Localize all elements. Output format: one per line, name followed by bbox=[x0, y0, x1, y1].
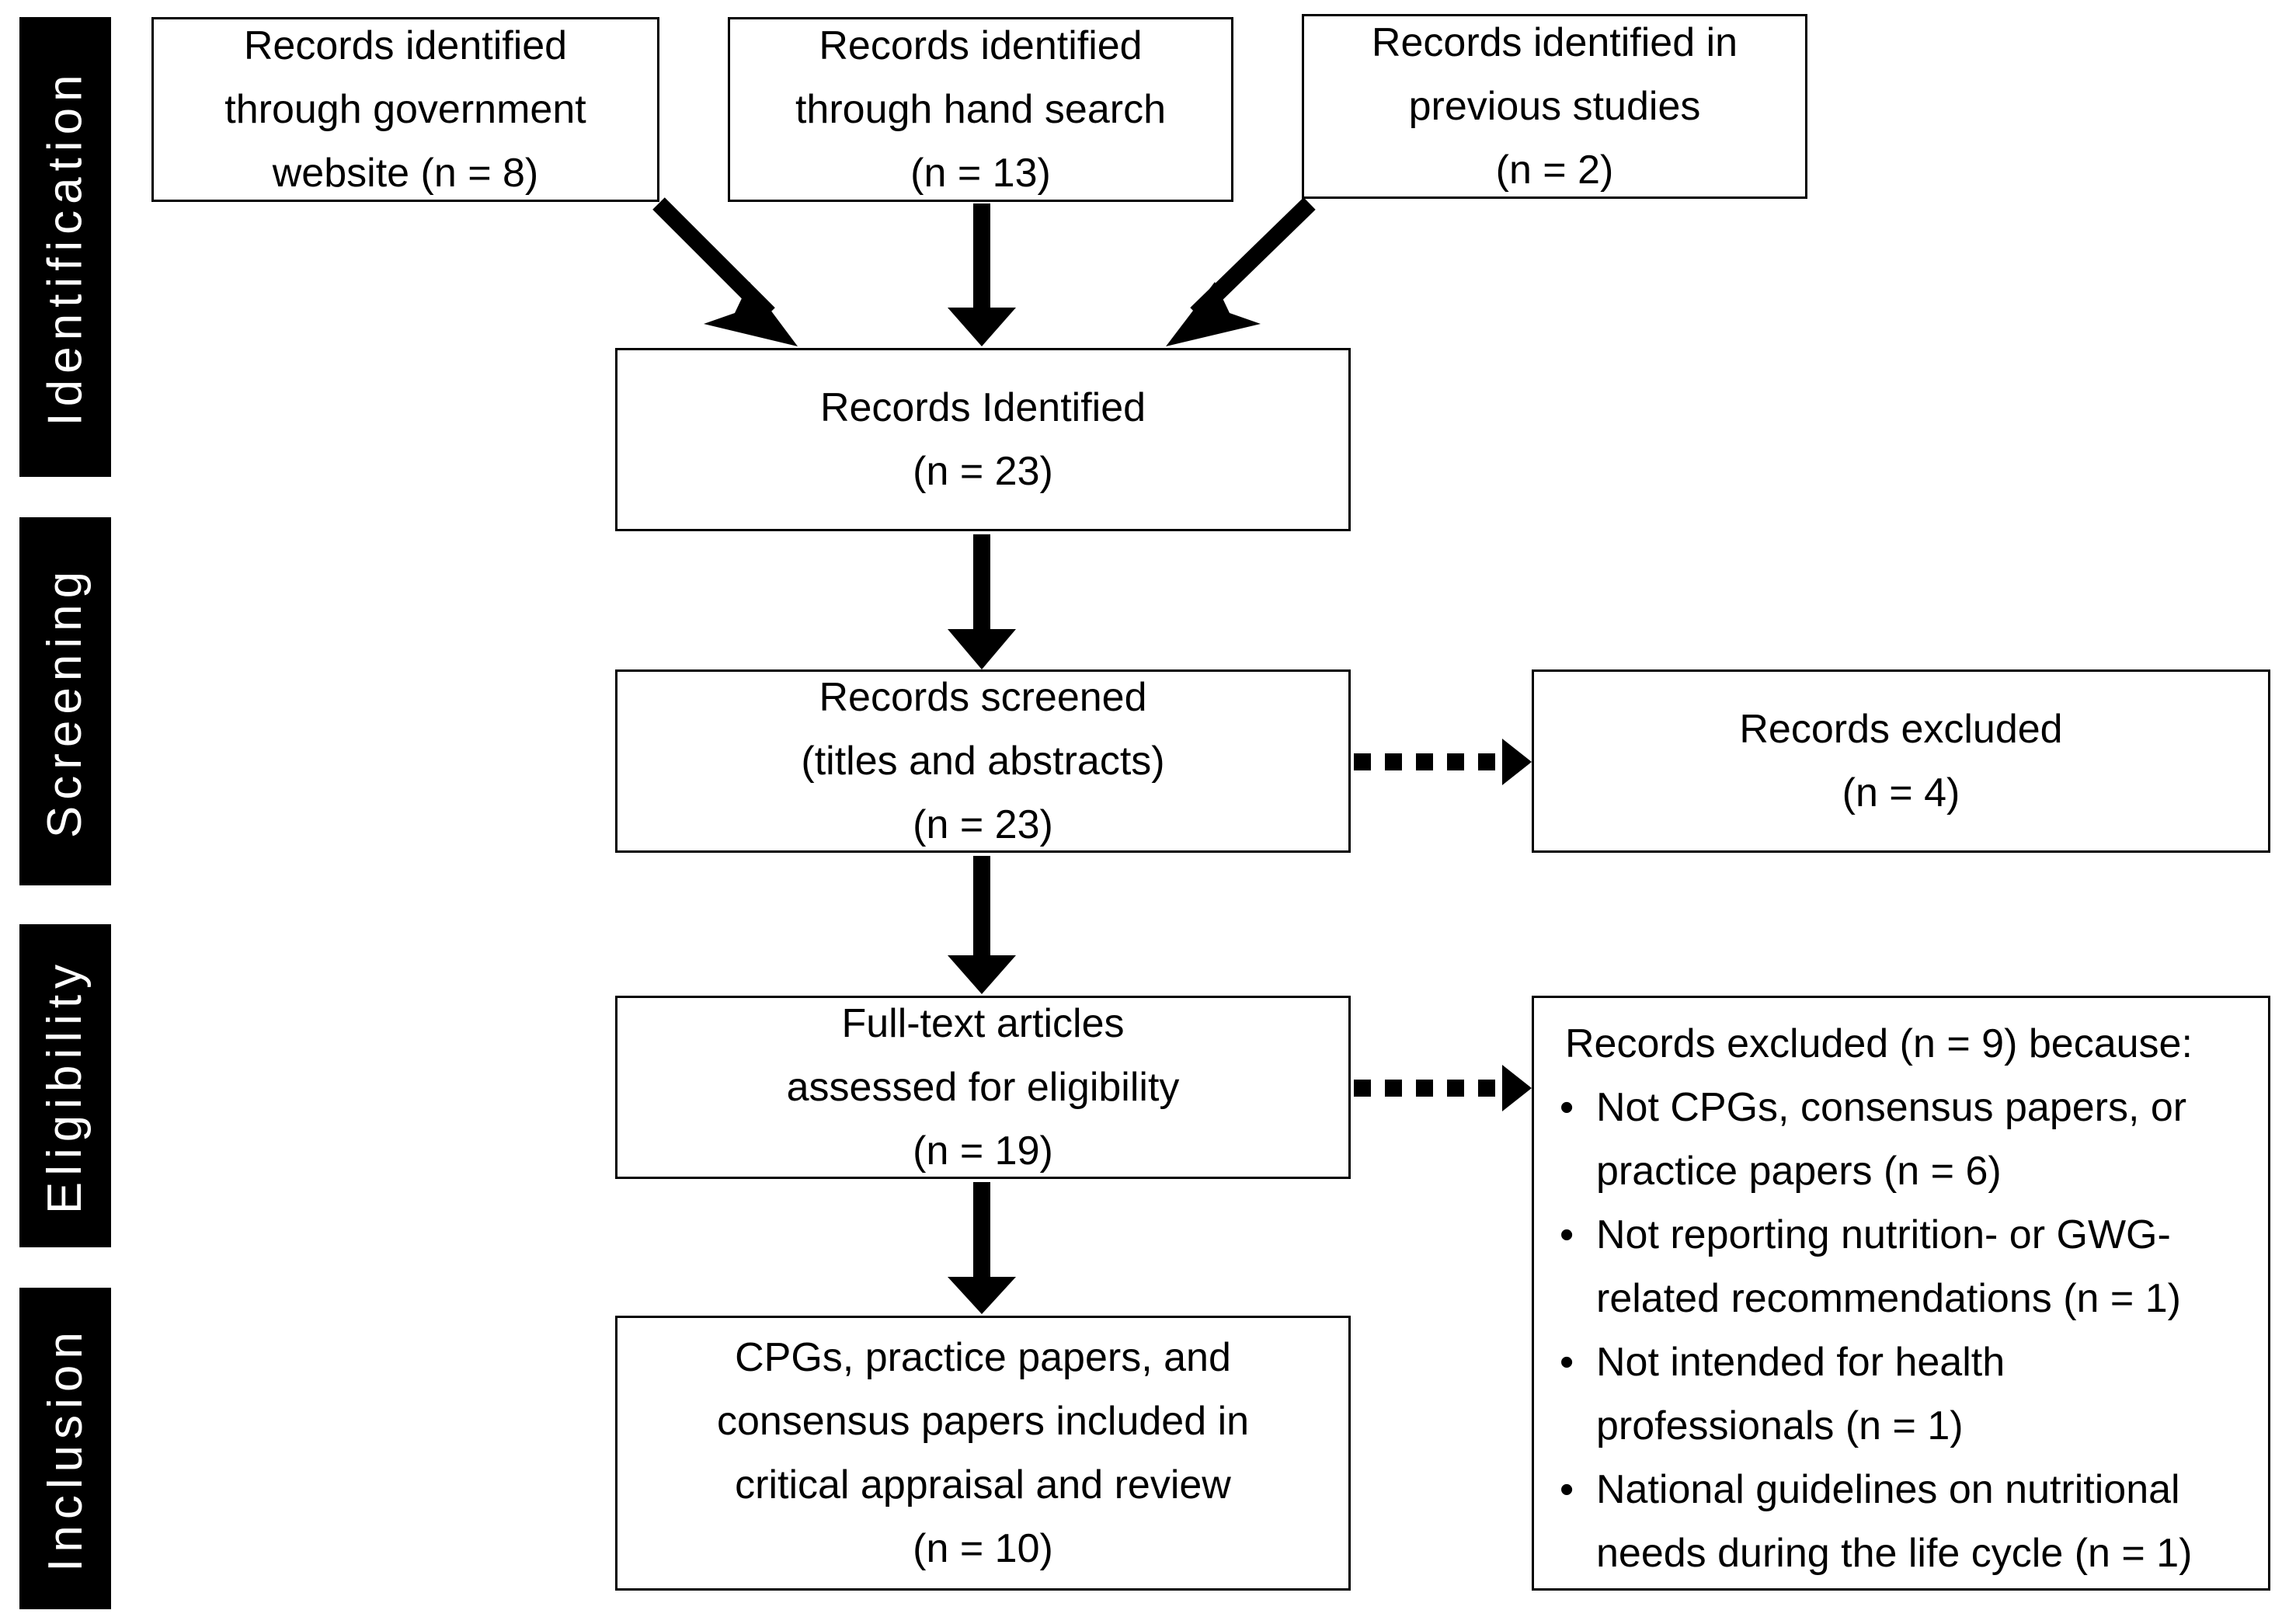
box-text-line: previous studies bbox=[1408, 84, 1701, 129]
source-box-government-website: Records identified through government we… bbox=[151, 17, 659, 202]
box-text-line: CPGs, practice papers, and bbox=[735, 1335, 1231, 1380]
box-text-line: Records Identified bbox=[819, 385, 1146, 430]
box-text-line: Full-text articles bbox=[841, 1001, 1125, 1046]
box-text-line: Records excluded bbox=[1739, 707, 2063, 752]
phase-label-screening: Screening bbox=[19, 517, 111, 885]
box-text-line: (n = 13) bbox=[910, 151, 1051, 196]
dashed-arrow-screened-to-excluded bbox=[1354, 739, 1532, 785]
box-text-line: (titles and abstracts) bbox=[801, 739, 1165, 784]
phase-label-inclusion: Inclusion bbox=[19, 1288, 111, 1609]
reason-text-line: Not intended for health bbox=[1596, 1340, 2005, 1385]
arrow-handsearch-to-identified bbox=[948, 203, 1016, 346]
reason-text-line: Not reporting nutrition- or GWG- bbox=[1596, 1212, 2171, 1257]
box-text-line: through government bbox=[224, 87, 586, 132]
box-text-line: website (n = 8) bbox=[272, 151, 539, 196]
records-excluded-eligibility-box: Records excluded (n = 9) because: • Not … bbox=[1532, 996, 2270, 1591]
box-text-line: Records identified bbox=[243, 23, 568, 68]
source-box-hand-search: Records identified through hand search (… bbox=[728, 17, 1233, 202]
reason-text-line: National guidelines on nutritional bbox=[1596, 1467, 2180, 1512]
reason-text-line: needs during the life cycle (n = 1) bbox=[1596, 1531, 2193, 1576]
exclusion-heading: Records excluded (n = 9) because: bbox=[1565, 1021, 2193, 1066]
source-box-previous-studies: Records identified in previous studies (… bbox=[1302, 14, 1807, 199]
included-papers-box: CPGs, practice papers, and consensus pap… bbox=[615, 1316, 1351, 1591]
records-identified-box: Records Identified (n = 23) bbox=[615, 348, 1351, 531]
exclusion-reason-item: • National guidelines on nutritional nee… bbox=[1534, 1458, 2268, 1585]
phase-label-eligibility: Eligibility bbox=[19, 924, 111, 1247]
records-excluded-screening-box: Records excluded (n = 4) bbox=[1532, 669, 2270, 853]
dashed-arrow-fulltext-to-excluded bbox=[1354, 1065, 1532, 1111]
reason-text-line: practice papers (n = 6) bbox=[1596, 1149, 2002, 1194]
exclusion-reason-list: • Not CPGs, consensus papers, or practic… bbox=[1534, 1076, 2268, 1585]
reason-text-line: related recommendations (n = 1) bbox=[1596, 1276, 2181, 1321]
arrow-government-to-identified bbox=[652, 197, 798, 346]
reason-text-line: professionals (n = 1) bbox=[1596, 1403, 1964, 1448]
bullet-icon: • bbox=[1560, 1340, 1574, 1385]
arrow-identified-to-screened bbox=[948, 534, 1016, 669]
full-text-assessed-box: Full-text articles assessed for eligibil… bbox=[615, 996, 1351, 1179]
exclusion-reason-item: • Not CPGs, consensus papers, or practic… bbox=[1534, 1076, 2268, 1203]
arrow-screened-to-fulltext bbox=[948, 856, 1016, 994]
box-text-line: (n = 23) bbox=[913, 802, 1053, 847]
box-text-line: (n = 10) bbox=[913, 1526, 1053, 1571]
arrow-previous-to-identified bbox=[1166, 197, 1316, 346]
exclusion-reason-item: • Not intended for health professionals … bbox=[1534, 1330, 2268, 1458]
box-text-line: assessed for eligibility bbox=[786, 1065, 1180, 1110]
box-text-line: (n = 2) bbox=[1495, 148, 1614, 193]
bullet-icon: • bbox=[1560, 1085, 1574, 1130]
box-text-line: consensus papers included in bbox=[716, 1399, 1250, 1444]
bullet-icon: • bbox=[1560, 1467, 1574, 1512]
box-text-line: Records screened bbox=[819, 675, 1147, 720]
box-text-line: Records identified bbox=[819, 23, 1143, 68]
reason-text-line: Not CPGs, consensus papers, or bbox=[1596, 1085, 2187, 1130]
box-text-line: critical appraisal and review bbox=[735, 1462, 1231, 1508]
box-text-line: through hand search bbox=[795, 87, 1166, 132]
box-text-line: (n = 19) bbox=[913, 1128, 1053, 1174]
box-text-line: (n = 23) bbox=[913, 449, 1053, 494]
box-text-line: (n = 4) bbox=[1842, 770, 1960, 815]
bullet-icon: • bbox=[1560, 1212, 1574, 1257]
box-text-line: Records identified in bbox=[1371, 20, 1738, 65]
phase-label-identification: Identification bbox=[19, 17, 111, 477]
exclusion-reason-item: • Not reporting nutrition- or GWG- relat… bbox=[1534, 1203, 2268, 1330]
records-screened-box: Records screened (titles and abstracts) … bbox=[615, 669, 1351, 853]
arrow-fulltext-to-included bbox=[948, 1182, 1016, 1314]
